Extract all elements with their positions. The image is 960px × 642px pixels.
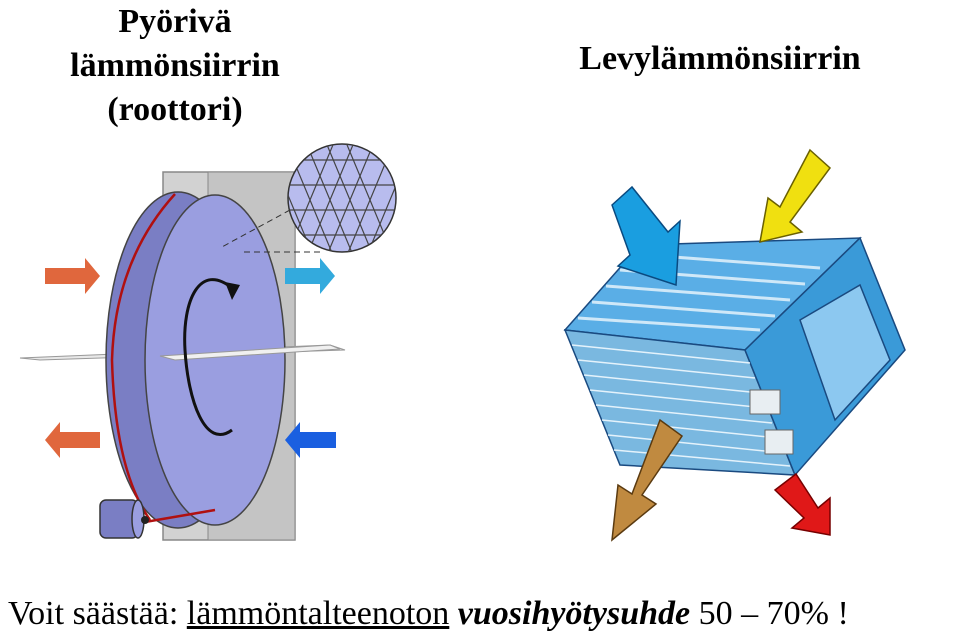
cool-intake-in-arrow xyxy=(285,422,336,458)
connector-box-2 xyxy=(764,429,794,455)
caption-heat-recovery: lämmöntalteenoton xyxy=(186,595,450,632)
plate-heat-exchanger xyxy=(563,148,906,542)
brown-airflow-arrow xyxy=(611,418,684,542)
connector-box-1 xyxy=(749,389,781,415)
motor-icon xyxy=(99,499,149,539)
caption-annual-efficiency: vuosihyötysuhde xyxy=(457,595,691,632)
plate-fins-front xyxy=(571,344,791,467)
drive-belt-lower xyxy=(144,508,216,524)
plate-exchanger-duct xyxy=(799,283,891,422)
rotary-heat-exchanger-title: Pyörivä lämmönsiirrin (roottori) xyxy=(40,0,310,132)
yellow-airflow-arrow xyxy=(759,148,832,243)
plate-heat-exchanger-title: Levylämmönsiirrin xyxy=(579,40,861,77)
rotor-wheel xyxy=(144,194,286,526)
rotation-arrow-icon xyxy=(183,278,240,436)
rotary-title-line-1: Pyörivä xyxy=(118,3,232,40)
divider-plane-front xyxy=(159,344,341,361)
drive-belt xyxy=(110,193,176,521)
caption-lead: Voit säästää: xyxy=(8,595,187,632)
rotary-heat-exchanger xyxy=(19,143,397,541)
honeycomb-detail-icon xyxy=(219,143,397,253)
caption-space xyxy=(449,595,458,632)
caption-percentage: 50 – 70% ! xyxy=(690,595,849,632)
cool-supply-out-arrow xyxy=(285,258,335,294)
rotary-title-line-3: (roottori) xyxy=(107,91,243,128)
rotary-title-line-2: lämmönsiirrin xyxy=(70,47,280,84)
warm-supply-in-arrow xyxy=(45,258,100,294)
warm-exhaust-out-arrow xyxy=(45,422,100,458)
red-airflow-arrow xyxy=(773,472,831,536)
blue-airflow-arrow xyxy=(611,185,681,287)
savings-caption: Voit säästää: lämmöntalteenoton vuosihyö… xyxy=(8,595,849,633)
